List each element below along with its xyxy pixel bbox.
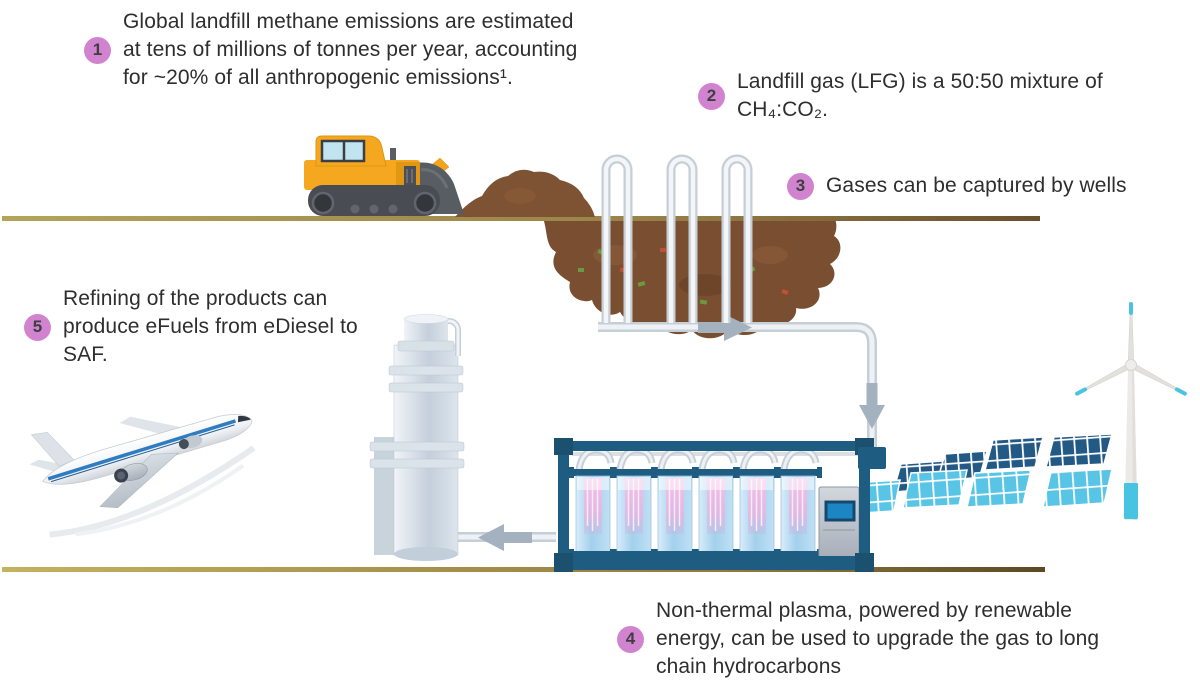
reactor-tube — [569, 450, 617, 560]
reactor-tube — [774, 450, 822, 560]
well-icon — [601, 154, 633, 323]
step-badge-3: 3 — [787, 172, 814, 200]
annotation-3-line: Gases can be captured by wells — [826, 174, 1127, 197]
gas-capture-wells — [601, 154, 753, 323]
gas-pipe — [598, 314, 885, 466]
annotation-2-text: Landfill gas (LFG) is a 50:50 mixture of… — [737, 68, 1103, 124]
plasma-reactor-unit — [554, 438, 886, 572]
refinery-columns — [369, 314, 465, 561]
annotation-4: 4 Non-thermal plasma, powered by renewab… — [617, 597, 1099, 681]
annotation-2: 2 Landfill gas (LFG) is a 50:50 mixture … — [698, 68, 1103, 124]
bulldozer-icon — [304, 135, 464, 216]
annotation-4-line: Non-thermal plasma, powered by renewable — [656, 599, 1073, 622]
annotation-3: 3 Gases can be captured by wells — [787, 172, 1127, 200]
annotation-5-text: Refining of the products can produce eFu… — [63, 285, 358, 369]
solar-panels-icon — [861, 433, 1113, 514]
airplane-icon — [29, 414, 256, 538]
annotation-2-line: Landfill gas (LFG) is a 50:50 mixture of — [737, 70, 1103, 93]
well-icon — [666, 154, 698, 323]
step-badge-5: 5 — [24, 313, 51, 341]
annotation-4-line: energy, can be used to upgrade the gas t… — [656, 627, 1100, 650]
annotation-1-line: Global landfill methane emissions are es… — [123, 10, 574, 33]
flow-arrow-left-icon — [478, 524, 532, 551]
reactor-tube — [651, 450, 699, 560]
annotation-1-text: Global landfill methane emissions are es… — [123, 8, 577, 92]
annotation-1-line: for ~20% of all anthropogenic emissions¹… — [123, 66, 513, 89]
annotation-5-line: SAF. — [63, 343, 108, 366]
annotation-4-text: Non-thermal plasma, powered by renewable… — [656, 597, 1099, 681]
control-cabinet — [818, 486, 860, 558]
flow-arrow-down-icon — [859, 383, 885, 429]
reactor-frame — [554, 438, 886, 572]
annotation-1: 1 Global landfill methane emissions are … — [84, 8, 577, 92]
pipe-inlet-fitting — [858, 447, 886, 469]
annotation-1-line: at tens of millions of tonnes per year, … — [123, 38, 578, 61]
annotation-5: 5 Refining of the products can produce e… — [24, 285, 358, 369]
annotation-3-text: Gases can be captured by wells — [826, 172, 1127, 200]
waste-pile-highlight — [504, 188, 536, 204]
well-icon — [721, 154, 753, 323]
ground-line-top — [2, 216, 1040, 221]
step-badge-2: 2 — [698, 82, 725, 110]
annotation-5-line: Refining of the products can — [63, 287, 328, 310]
annotation-5-line: produce eFuels from eDiesel to — [63, 315, 358, 338]
reactor-tube — [610, 450, 658, 560]
reactor-tube — [733, 450, 781, 560]
annotation-2-line: CH₄:CO₂. — [737, 98, 829, 121]
step-badge-1: 1 — [84, 36, 111, 64]
wind-turbine-icon — [1073, 301, 1189, 520]
product-pipe — [450, 524, 556, 551]
flow-arrow-right-icon — [698, 314, 752, 341]
step-badge-4: 4 — [617, 625, 644, 653]
annotation-4-line: chain hydrocarbons — [656, 655, 842, 678]
ground-line-bottom — [2, 567, 1045, 572]
reactor-tube — [692, 450, 740, 560]
